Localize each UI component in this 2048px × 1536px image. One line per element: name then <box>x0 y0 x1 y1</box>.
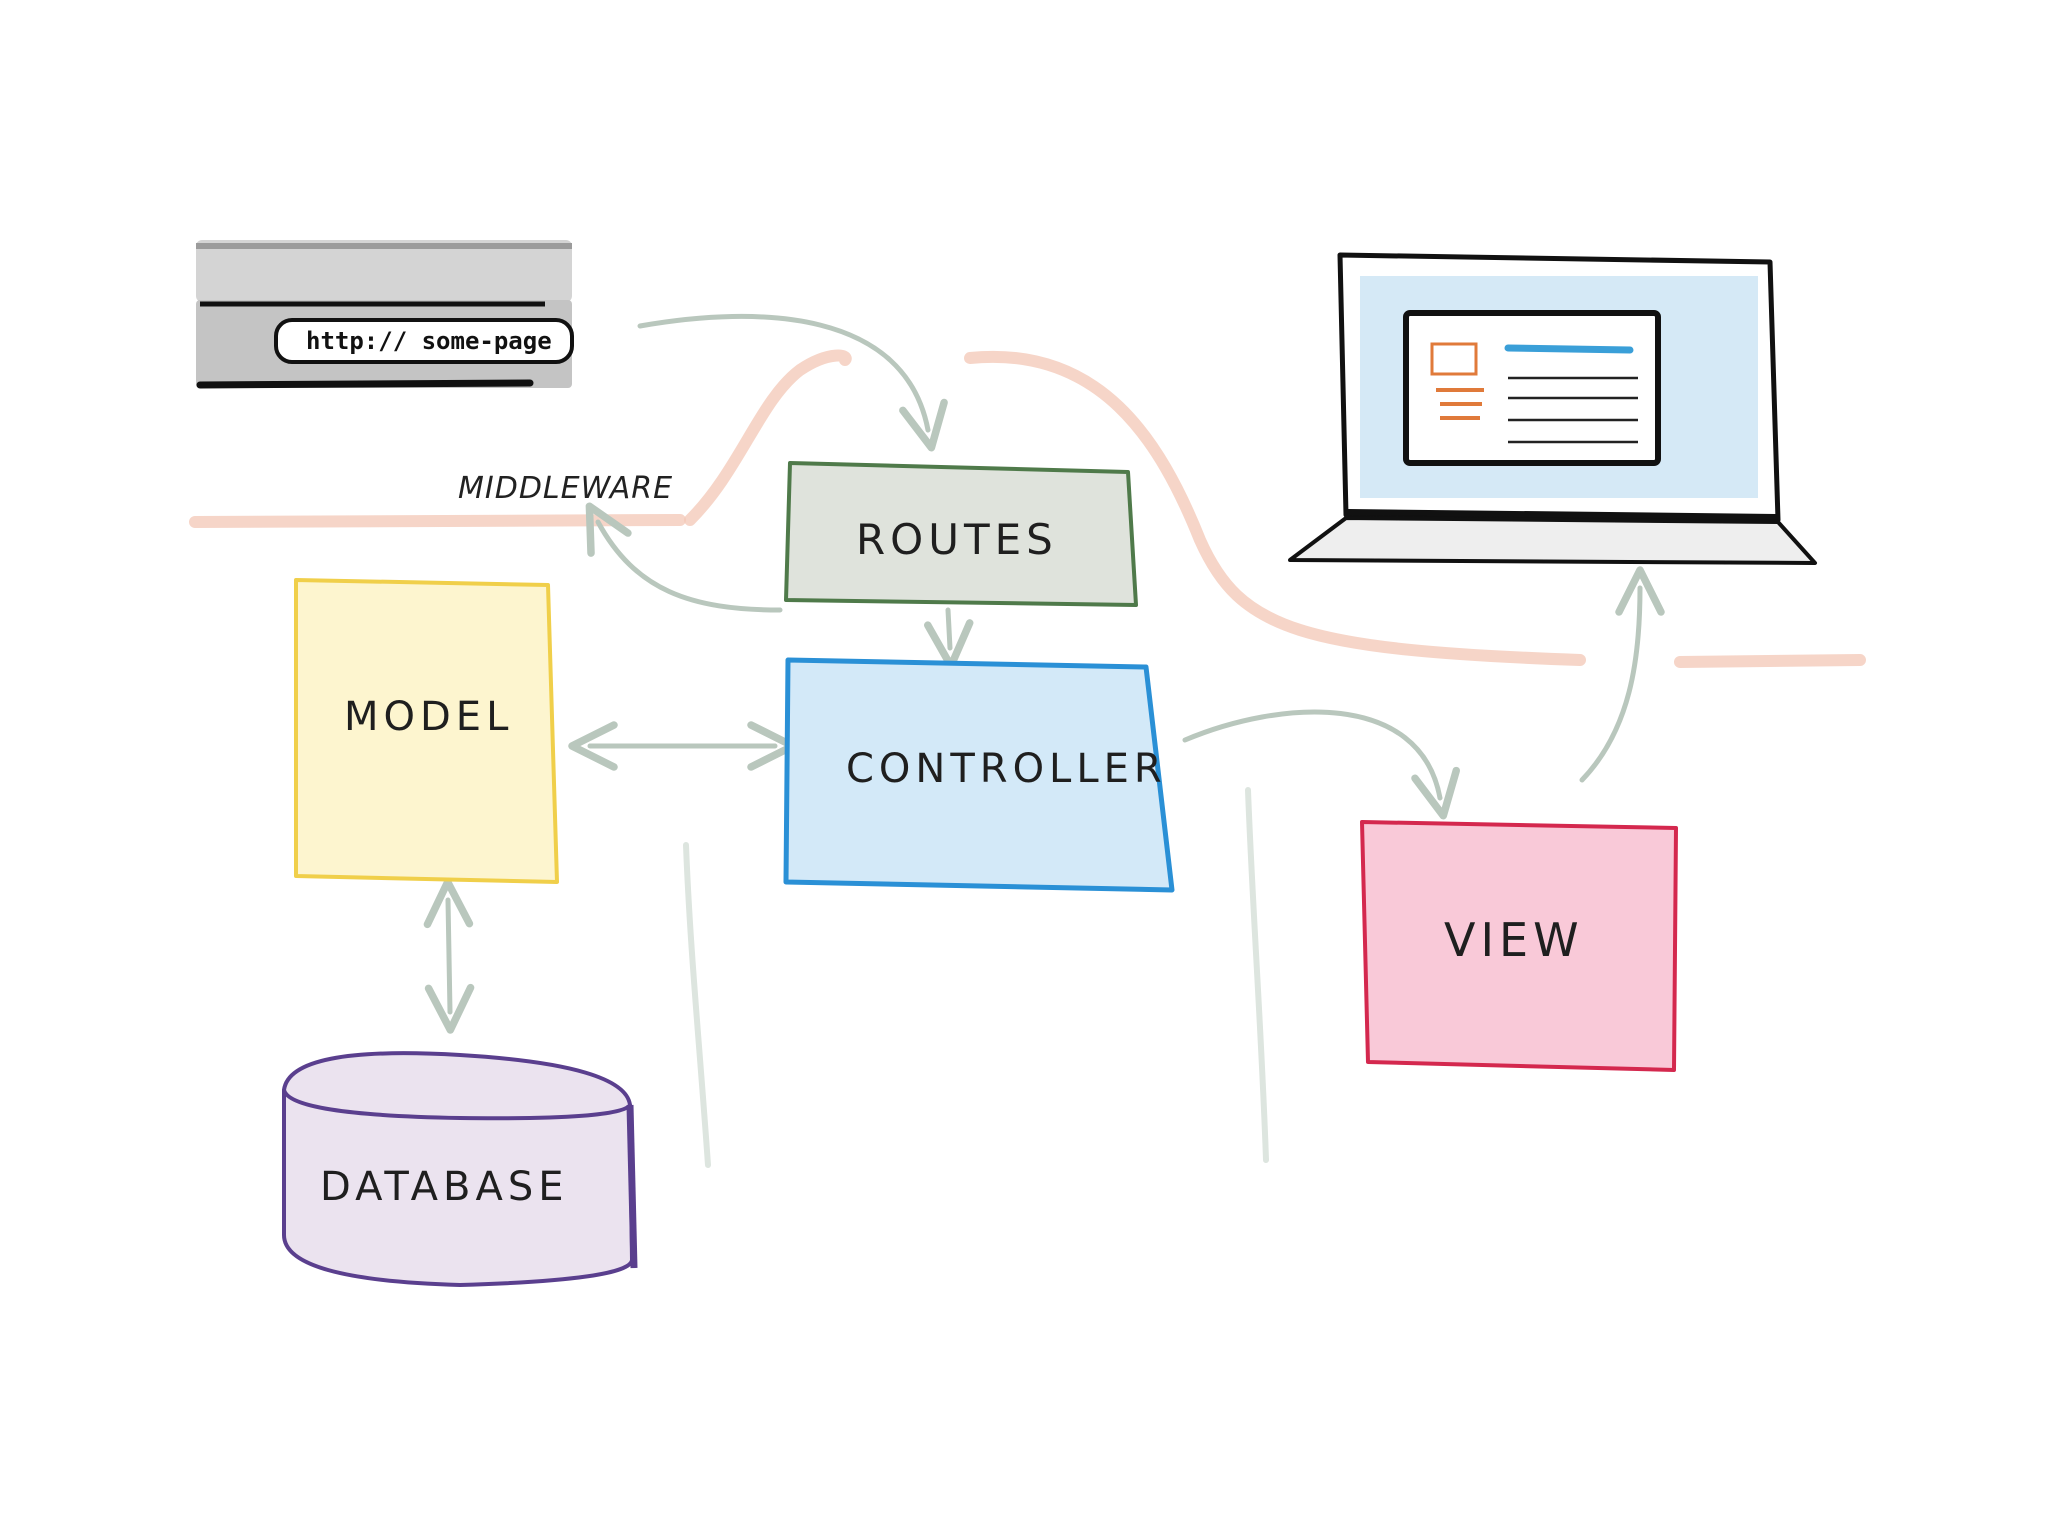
database-label: DATABASE <box>320 1164 569 1210</box>
database-node: DATABASE <box>284 1053 634 1285</box>
arrow-routes-to-controller <box>948 610 950 648</box>
model-node: MODEL <box>296 580 557 882</box>
controller-node: CONTROLLER <box>786 660 1172 890</box>
controller-label: CONTROLLER <box>846 746 1167 792</box>
url-text: http:// some-page <box>306 327 552 355</box>
arrow-model-database <box>448 900 450 1012</box>
view-label: VIEW <box>1444 913 1584 967</box>
model-label: MODEL <box>344 694 513 740</box>
routes-node: ROUTES <box>786 463 1136 605</box>
browser-window-icon: http:// some-page <box>196 240 572 388</box>
laptop-icon <box>1290 255 1815 563</box>
arrow-routes-to-middleware <box>598 522 780 610</box>
arrow-controller-to-view <box>1185 712 1440 798</box>
laptop-screen-window <box>1406 313 1658 463</box>
routes-label: ROUTES <box>856 515 1058 564</box>
arrow-browser-to-routes <box>640 316 928 430</box>
view-node: VIEW <box>1362 822 1676 1070</box>
middleware-label: MIDDLEWARE <box>458 471 673 506</box>
url-bar[interactable]: http:// some-page <box>276 320 572 362</box>
arrow-view-to-laptop <box>1582 588 1640 780</box>
